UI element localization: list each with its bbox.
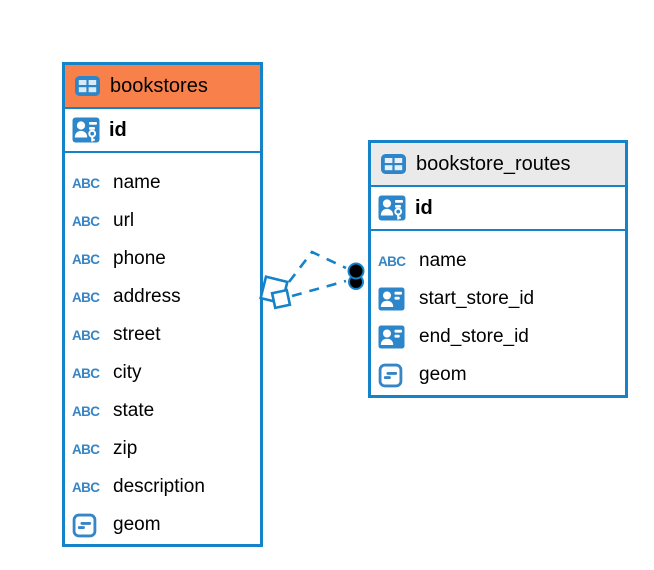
field-row[interactable]: ABC zip [65, 430, 260, 468]
field-row[interactable]: ABC url [65, 202, 260, 240]
dot-marker [347, 262, 365, 290]
field-list-bookstore-routes: ABC name start_store_id [371, 231, 625, 394]
field-list-bookstores: ABC name ABC url ABC phone ABC address A… [65, 153, 260, 544]
table-header-bookstores[interactable]: bookstores [65, 65, 260, 109]
field-label: state [113, 400, 155, 421]
primary-key-icon [72, 116, 100, 144]
reference-type-icon [378, 287, 411, 311]
field-label: address [113, 286, 181, 307]
pk-row-routes-id[interactable]: id [371, 187, 625, 231]
diamond-marker [259, 275, 292, 310]
field-label: url [113, 210, 135, 231]
field-label: name [419, 250, 467, 271]
field-row[interactable]: ABC phone [65, 240, 260, 278]
field-row[interactable]: ABC city [65, 354, 260, 392]
field-row[interactable]: geom [371, 356, 625, 394]
field-row[interactable]: end_store_id [371, 318, 625, 356]
table-title: bookstores [110, 74, 208, 97]
field-label: street [113, 324, 161, 345]
text-type-icon: ABC [72, 289, 100, 305]
text-type-icon: ABC [72, 479, 100, 495]
table-node-bookstore-routes[interactable]: bookstore_routes id ABC name [368, 140, 628, 398]
field-label: start_store_id [419, 288, 535, 309]
field-label: geom [113, 514, 161, 535]
text-type-icon: ABC [72, 175, 100, 191]
field-label: geom [419, 364, 467, 385]
relationship-line-2[interactable] [291, 279, 347, 298]
field-label: description [113, 476, 205, 497]
field-label: city [113, 362, 142, 383]
table-title: bookstore_routes [416, 152, 571, 175]
table-icon [74, 75, 101, 97]
reference-type-icon [378, 325, 411, 349]
field-row[interactable]: ABC name [371, 242, 625, 280]
field-row[interactable]: ABC state [65, 392, 260, 430]
field-row[interactable]: ABC address [65, 278, 260, 316]
field-label: end_store_id [419, 326, 529, 347]
geometry-type-icon [72, 513, 105, 538]
field-label: phone [113, 248, 166, 269]
text-type-icon: ABC [72, 403, 100, 419]
field-row[interactable]: ABC name [65, 164, 260, 202]
field-label: name [113, 172, 161, 193]
text-type-icon: ABC [72, 251, 100, 267]
primary-key-icon [378, 194, 406, 222]
field-row[interactable]: ABC description [65, 468, 260, 506]
table-node-bookstores[interactable]: bookstores id ABC name [62, 62, 263, 547]
geometry-type-icon [378, 363, 411, 388]
table-icon [380, 153, 407, 175]
text-type-icon: ABC [72, 327, 100, 343]
text-type-icon: ABC [378, 253, 406, 269]
text-type-icon: ABC [72, 441, 100, 457]
text-type-icon: ABC [72, 365, 100, 381]
pk-field-label: id [109, 118, 127, 141]
relationship-line-1[interactable] [287, 250, 347, 283]
pk-field-label: id [415, 196, 433, 219]
pk-row-bookstores-id[interactable]: id [65, 109, 260, 153]
field-label: zip [113, 438, 138, 459]
table-header-bookstore-routes[interactable]: bookstore_routes [371, 143, 625, 187]
field-row[interactable]: start_store_id [371, 280, 625, 318]
field-row[interactable]: ABC street [65, 316, 260, 354]
text-type-icon: ABC [72, 213, 100, 229]
field-row[interactable]: geom [65, 506, 260, 544]
